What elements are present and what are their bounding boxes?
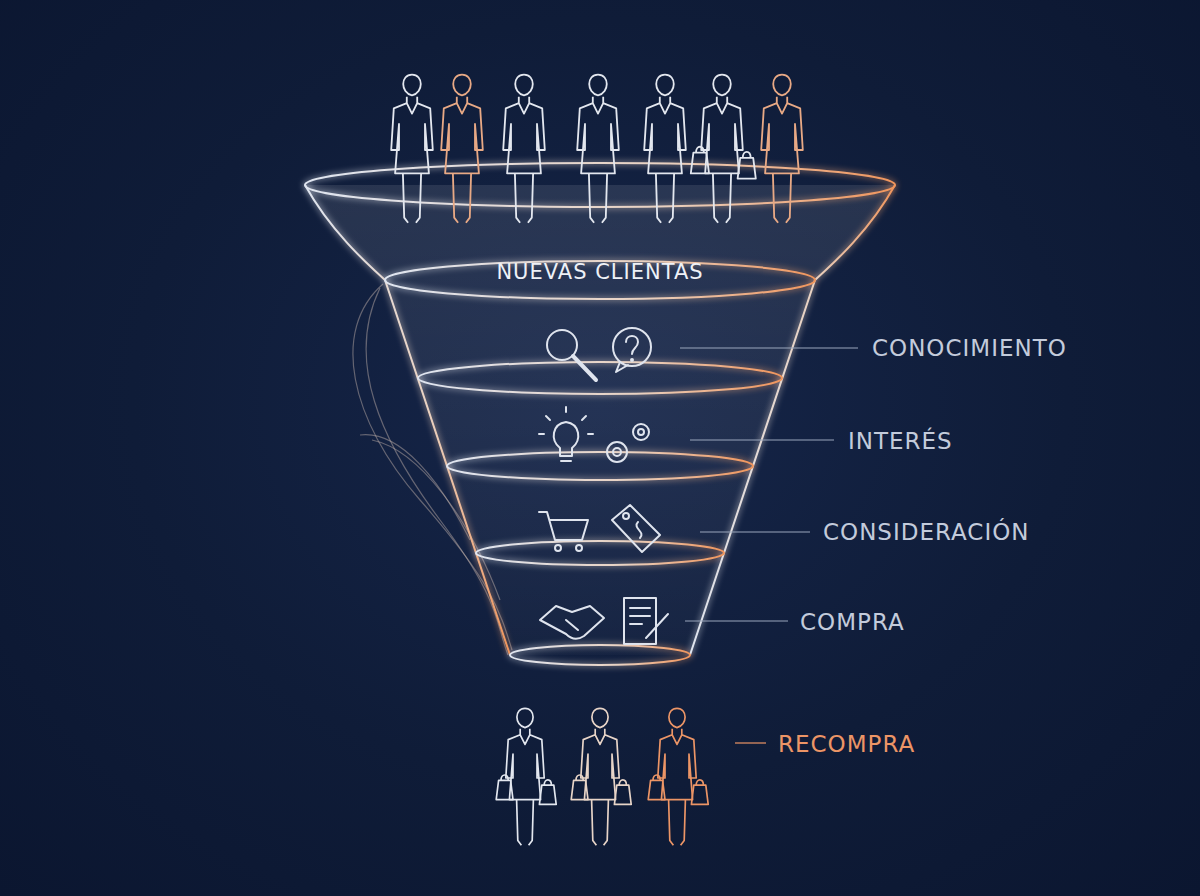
funnel-body [305,185,895,655]
woman-figure [503,75,545,223]
woman-figure [496,708,556,845]
woman-figure [441,75,483,223]
woman-figure [761,75,803,223]
stage-label: CONSIDERACIÓN [823,519,1030,545]
woman-figure [577,75,619,223]
women-figures [391,75,803,846]
stage-icons [539,328,668,644]
woman-figure [391,75,433,223]
stage-label: RECOMPRA [778,731,915,757]
woman-figure [571,708,631,845]
woman-figure [648,708,708,845]
stage-label: COMPRA [800,609,905,635]
funnel-outline [305,163,895,665]
stage-label: CONOCIMIENTO [872,335,1067,361]
woman-figure [644,75,686,223]
band-title: NUEVAS CLIENTAS [496,260,703,284]
stage-label: INTERÉS [848,428,953,454]
funnel-band: NUEVAS CLIENTAS [486,256,714,288]
woman-figure [691,75,756,223]
leader-lines [680,348,858,743]
